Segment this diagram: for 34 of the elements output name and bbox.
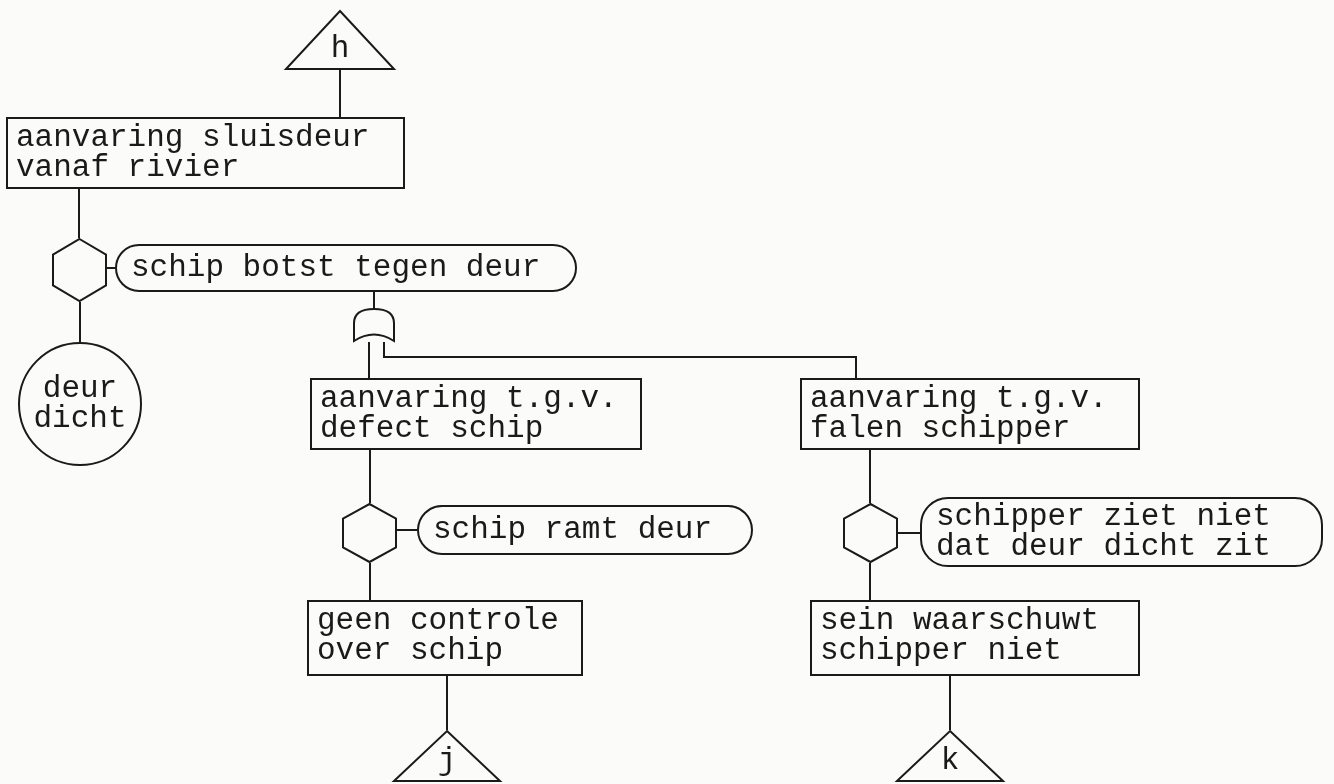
connector-line [79, 301, 81, 343]
connector-line [106, 267, 116, 269]
condition-box: schipper ziet niet dat deur dicht zit [920, 497, 1323, 567]
event-box: aanvaring t.g.v. falen schipper [800, 378, 1140, 450]
inhibit-gate [342, 503, 397, 563]
transfer-label: h [330, 34, 350, 64]
event-box: aanvaring sluisdeur vanaf rivier [6, 117, 405, 189]
inhibit-gate [52, 238, 107, 302]
connector-line [897, 532, 921, 534]
connector-line [446, 675, 448, 731]
inhibit-gate [843, 503, 898, 563]
connector-line [869, 562, 871, 601]
transfer-triangle [393, 730, 501, 782]
transfer-triangle [896, 730, 1004, 782]
connector-line [368, 341, 370, 379]
event-box: sein waarschuwt schipper niet [810, 600, 1140, 676]
event-box: geen controle over schip [307, 600, 583, 676]
basic-event-circle: deur dicht [18, 342, 142, 466]
transfer-triangle [285, 10, 395, 70]
connector-line [78, 188, 80, 239]
connector-line [369, 562, 371, 601]
connector-line [396, 529, 418, 531]
connector-line [339, 69, 341, 118]
transfer-label: j [437, 746, 457, 776]
transfer-label: k [940, 746, 960, 776]
condition-box: schip ramt deur [417, 505, 753, 555]
connector-line [373, 291, 375, 309]
connector-line [383, 341, 857, 379]
connector-line [369, 449, 371, 504]
connector-line [869, 449, 871, 504]
connector-line [949, 675, 951, 731]
condition-box: schip botst tegen deur [115, 244, 577, 292]
event-box: aanvaring t.g.v. defect schip [310, 378, 642, 450]
or-gate [353, 308, 395, 342]
